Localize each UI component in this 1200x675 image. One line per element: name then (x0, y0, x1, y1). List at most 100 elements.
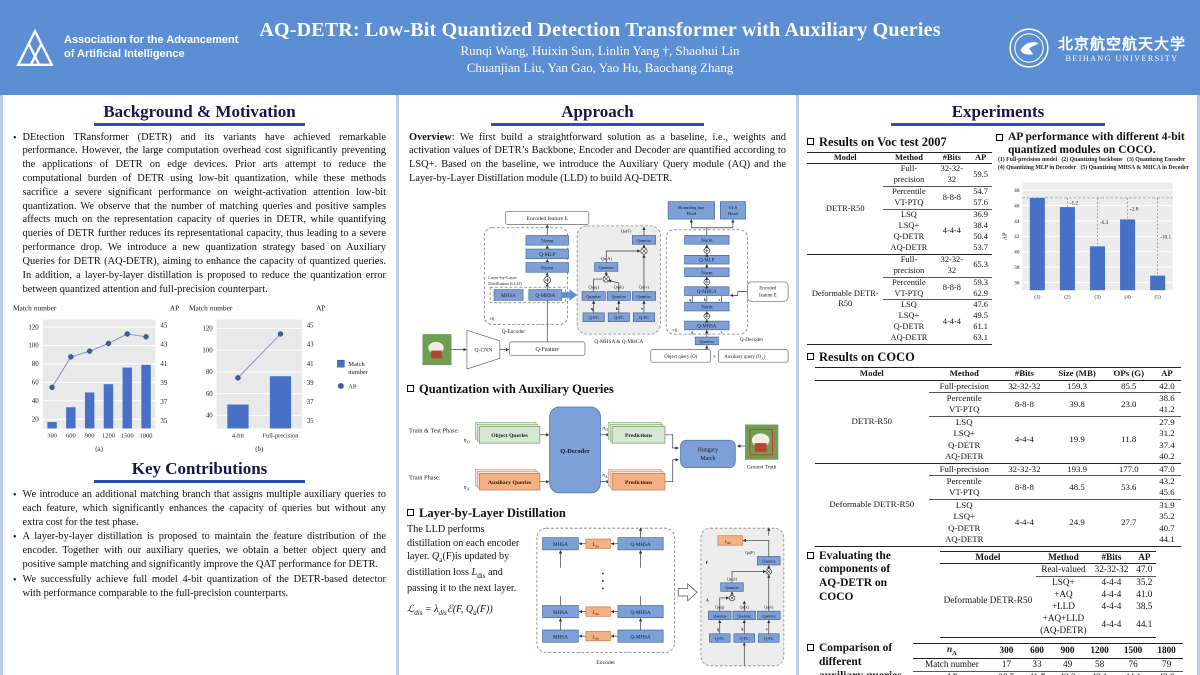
lld-formula: ℒdis = λdisℰ(F, Qa(F)) (407, 604, 493, 618)
bbox-head-label: Bounding box (678, 206, 705, 211)
cell: 27.9 (1152, 415, 1182, 429)
motivation-bullet: • DEtection TRansformer (DETR) and its v… (13, 131, 386, 297)
ground-truth-label: Ground Truth (747, 464, 777, 470)
cell: 33 (1032, 659, 1042, 670)
cell: AP (912, 671, 992, 675)
svg-text:AP: AP (1002, 231, 1008, 239)
square-bullet-icon (407, 384, 414, 392)
table-header-row: Model Method #Bits AP (807, 151, 992, 165)
auxiliary-queries-box: Auxiliary Queries (475, 468, 541, 491)
aux-table: nA 300 600 900 1200 1500 1800 Match numb… (912, 643, 1184, 675)
cell: Real-valued (1041, 564, 1086, 575)
svg-text:41: 41 (307, 361, 314, 368)
section-title-background: Background & Motivation (103, 102, 296, 121)
components-table-wrap: Model Method #Bits AP Deformable DETR-R5… (907, 550, 1189, 640)
cell: 41.7 (1021, 671, 1053, 675)
cls-head-label2: Head (728, 212, 738, 217)
cell: Full-precision (939, 380, 989, 391)
modules-legend-line1: (1) Full-precision model (2) Quantizing … (997, 156, 1186, 163)
cell: 4-4-4 (1101, 601, 1122, 612)
table-row: LSQ+38.4 (807, 221, 992, 232)
cell: Deformable DETR-R50 (807, 253, 884, 345)
svg-text:MHSA: MHSA (553, 634, 568, 640)
cell: 63.1 (973, 333, 988, 343)
cell: 45.6 (1159, 487, 1175, 498)
cell: 159.3 (1067, 380, 1087, 391)
svg-text:Quantize: Quantize (762, 614, 776, 618)
cell: 39.8 (1049, 392, 1106, 417)
svg-text:Quantize: Quantize (726, 586, 740, 590)
components-table: Model Method #Bits AP Deformable DETR-R5… (939, 550, 1157, 639)
svg-text:Quantize: Quantize (586, 294, 601, 299)
cell: 4-4-4 (999, 415, 1050, 464)
voc-heading: Results on Voc test 2007 (807, 135, 992, 150)
cell: 31.2 (1159, 428, 1175, 439)
cell: 47.0 (1152, 462, 1182, 476)
cell: 43.8 (1149, 671, 1184, 675)
cell: 24.9 (1049, 498, 1106, 546)
cell: 43.1 (1082, 671, 1117, 675)
cell: Percentile (883, 276, 935, 289)
contribution-text-2: A layer-by-layer distillation is propose… (22, 531, 386, 571)
contribution-text-1: We introduce an additional matching bran… (22, 488, 386, 528)
x6-label: ×6 (489, 317, 495, 322)
svg-text:Q-FC: Q-FC (639, 315, 649, 320)
svg-text:Q-MHSA: Q-MHSA (697, 324, 717, 329)
cell: 65.3 (969, 253, 992, 278)
aux-query-flow-diagram: Train & Test Phase: nO Train Phase: nA O… (409, 406, 779, 494)
qmhsa-label: Q-MHSA (535, 294, 555, 299)
cell: 76 (1128, 659, 1138, 670)
bullet-glyph: • (13, 489, 17, 501)
svg-text:Quantize: Quantize (637, 294, 652, 299)
square-bullet-icon (807, 353, 814, 361)
svg-text:20: 20 (32, 417, 39, 424)
svg-text:Ldis: Ldis (592, 635, 600, 640)
col-method: Method (928, 367, 1000, 381)
predictions-green-box: Predictions (607, 422, 666, 444)
cell: 40.7 (1159, 522, 1175, 533)
svg-text:AP: AP (170, 304, 179, 313)
architecture-diagram: Q-CNN Q-Feature Encoded feature E Norm Q… (422, 201, 789, 370)
overview-paragraph: Overview: We first build a straightforwa… (409, 131, 786, 186)
cell: 38.5 (991, 671, 1022, 675)
svg-text:q: q (717, 626, 720, 631)
qmhsa-qmhca-block (576, 225, 661, 335)
object-query-box (650, 349, 712, 363)
svg-text:v: v (720, 330, 722, 334)
cell: Match number (924, 659, 979, 670)
cell: 4-4-4 (934, 299, 970, 345)
authors-line2: Chuanjian Liu, Yan Gao, Yao Hu, Baochang… (466, 60, 734, 75)
svg-text:k: k (742, 626, 745, 631)
cell: LSQ+ (898, 221, 920, 231)
svg-text:Predictions: Predictions (625, 433, 653, 439)
table-header-row: Model Method #Bits Size (MB) OPs (G) AP (814, 367, 1182, 381)
cell: Full-precision (893, 164, 925, 185)
cell: 8-8-8 (934, 276, 970, 300)
svg-text:Full-precision: Full-precision (263, 433, 300, 440)
title-rule (93, 480, 306, 483)
cell: +LLD (1051, 601, 1075, 612)
svg-text:48: 48 (1014, 188, 1020, 194)
cell: 47.6 (969, 299, 992, 312)
x6-label: ×6 (672, 329, 678, 334)
svg-text:Q-FC: Q-FC (740, 636, 750, 641)
experiments-top-row: Results on Voc test 2007 Model Method #B… (807, 131, 1189, 347)
svg-text:44: 44 (1014, 218, 1020, 224)
table-header-row: Model Method #Bits AP (939, 550, 1157, 565)
encoder-distill-rows: MHSA Ldis Q-MHSA MHSA Ldis Q-MHSA MHSA L… (542, 537, 664, 643)
qmhsa-detail: Q-FC Q-FC Q-FC q k v Quantize Quantize Q… (706, 535, 781, 643)
cell: 53.7 (973, 242, 988, 252)
svg-text:(5): (5) (1154, 293, 1160, 300)
table-header-row: nA 300 600 900 1200 1500 1800 (912, 643, 1184, 660)
encoded-feature-label: Encoded feature E (527, 215, 569, 222)
ground-truth-image (745, 424, 779, 460)
lld-section: The LLD performs distillation on each en… (407, 523, 788, 671)
